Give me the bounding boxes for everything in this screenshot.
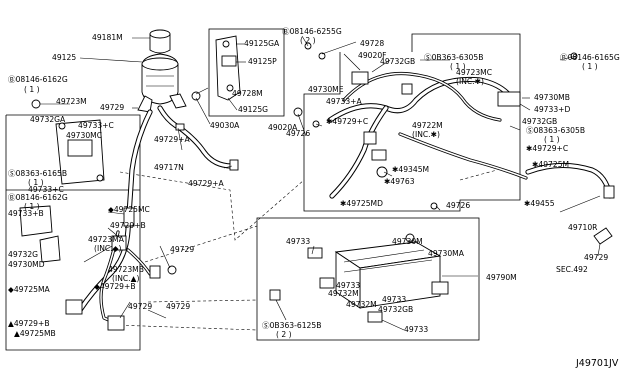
part-label: SEC.492 — [556, 265, 588, 274]
part-label: 49729 — [584, 253, 608, 262]
part-label: ✱49725M — [532, 160, 569, 169]
reservoir-tank — [137, 29, 187, 113]
part-label: 49030A — [210, 121, 240, 130]
part-label: 49729 — [166, 302, 190, 311]
part-label: ( 1 ) — [24, 85, 40, 94]
fittings — [31, 42, 578, 275]
part-label: 49733 — [382, 295, 406, 304]
part-label: 49730MB — [534, 93, 570, 102]
part-label: 49717N — [154, 163, 184, 172]
suction-hose — [157, 105, 239, 171]
part-label: 49729+A — [188, 179, 225, 188]
part-label: 49125P — [248, 57, 277, 66]
part-label: Ⓢ0B363-6305B — [424, 53, 483, 62]
reservoir-bracket — [215, 35, 241, 101]
part-label: 49181M — [92, 33, 123, 42]
part-label: 49730M — [392, 237, 423, 246]
part-label: ◆49729+B — [94, 282, 136, 291]
part-label: ✱49729+C — [526, 144, 568, 153]
part-label: 49728 — [360, 39, 384, 48]
part-label: (INC.✱) — [412, 130, 440, 139]
oil-cooler — [269, 233, 449, 323]
part-label: ✱49725MD — [340, 199, 383, 208]
part-label: 49730ME — [308, 85, 344, 94]
part-label: 49020A — [268, 123, 298, 132]
part-label: (INC.◆) — [94, 244, 121, 253]
part-label: 49723MC — [456, 68, 492, 77]
part-label: 49722M — [412, 121, 443, 130]
part-label: 49733 — [286, 237, 310, 246]
part-label: ( 2 ) — [276, 330, 292, 339]
part-label: 49730MC — [66, 131, 102, 140]
left-hose-assembly — [19, 109, 161, 331]
part-label: 49733+A — [326, 97, 363, 106]
part-label: 49732GB — [380, 57, 415, 66]
part-label: 49726 — [446, 201, 470, 210]
part-label: 49729 — [100, 103, 124, 112]
part-label: 49733+B — [8, 209, 44, 218]
part-label: Ⓑ08146-6255G — [282, 27, 342, 36]
part-label: (INC.▲) — [112, 274, 139, 283]
part-label: Ⓑ08146-6165G — [560, 53, 620, 62]
part-label: ✱49763 — [384, 177, 415, 186]
part-label: (INC.✱) — [456, 77, 484, 86]
part-label: ✱49345M — [392, 165, 429, 174]
part-label: 49733+D — [534, 105, 571, 114]
part-label: 49733 — [336, 281, 360, 290]
part-labels: 49181M 49125 49125GA 49125P 49728M 49125G Ⓑ081… — [8, 27, 620, 339]
part-label: 49732G — [8, 250, 38, 259]
part-label: ✱49729+C — [326, 117, 368, 126]
part-label: 49729 — [170, 245, 194, 254]
part-label: 49728M — [232, 89, 263, 98]
part-label: ( 2 ) — [300, 36, 316, 45]
part-label: ( 1 ) — [582, 62, 598, 71]
part-label: ▲49729+B — [8, 319, 50, 328]
part-label: 49732GA — [30, 115, 66, 124]
part-label: 49723M — [56, 97, 87, 106]
part-label: 49732M — [328, 289, 359, 298]
part-label: Ⓢ0B363-6125B — [262, 321, 321, 330]
part-label: ( 1 ) — [24, 202, 40, 211]
part-label: 49733+C — [78, 121, 114, 130]
diagram-id: J49701JV — [575, 358, 619, 369]
part-label: 49729+A — [154, 135, 191, 144]
part-label: 49732GB — [378, 305, 413, 314]
part-label: 49732GB — [522, 117, 557, 126]
return-hose — [525, 162, 615, 245]
frame-lines — [5, 28, 521, 351]
part-label: ▲49725MB — [14, 329, 56, 338]
part-label: ◆49725MA — [8, 285, 51, 294]
part-label: 49730MD — [8, 260, 45, 269]
part-label: 49723MA — [88, 235, 125, 244]
part-label: 49723MB — [108, 265, 144, 274]
part-label: 49790M — [486, 273, 517, 282]
part-label: ( 1 ) — [450, 62, 466, 71]
part-label: 49125 — [52, 53, 76, 62]
part-label: ✱49455 — [524, 199, 555, 208]
part-label: 49730MA — [428, 249, 465, 258]
part-label: ( 1 ) — [28, 178, 44, 187]
part-label: Ⓑ08146-6162G — [8, 75, 68, 84]
part-label: 49726 — [286, 129, 310, 138]
part-label: Ⓢ08363-6165B — [8, 169, 67, 178]
part-label: 49729+B — [110, 221, 146, 230]
pressure-hose — [327, 71, 528, 199]
part-label: 49020F — [358, 51, 387, 60]
part-label: ( 1 ) — [544, 135, 560, 144]
part-label: Ⓢ08363-6305B — [526, 126, 585, 135]
part-label: 49729 — [128, 302, 152, 311]
part-label: 49125G — [238, 105, 268, 114]
part-label: Ⓑ08146-6162G — [8, 193, 68, 202]
part-label: 49710R — [568, 223, 598, 232]
part-label: ◆49725MC — [108, 205, 150, 214]
part-label: 49732M — [346, 300, 377, 309]
leader-lines — [40, 35, 601, 331]
part-label: 49125GA — [244, 39, 280, 48]
part-label: 49733+C — [28, 185, 64, 194]
part-label: 49733 — [404, 325, 428, 334]
